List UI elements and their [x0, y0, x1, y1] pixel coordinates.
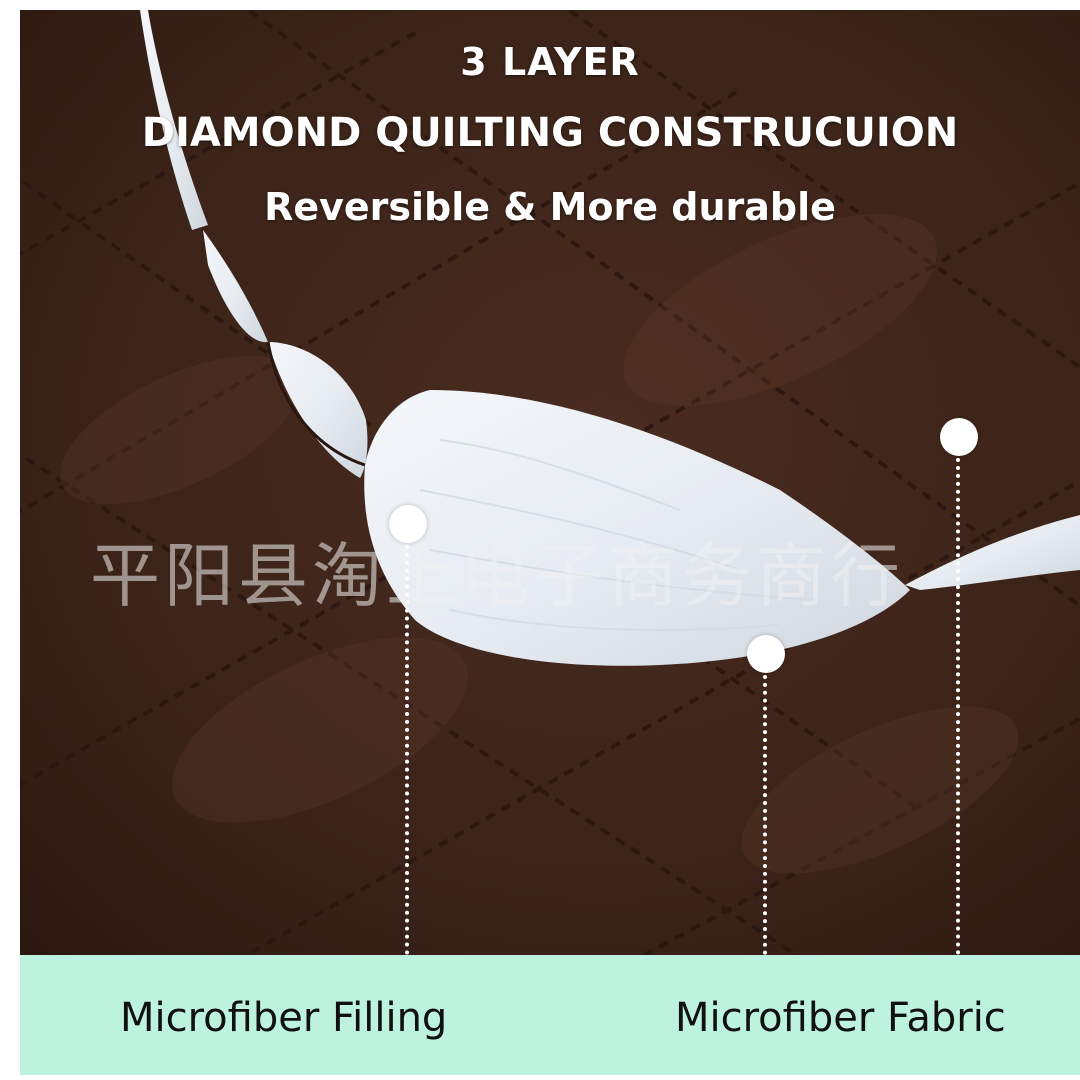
label-band: Microfiber Filling Microfiber Fabric — [20, 955, 1080, 1075]
filling-texture — [419, 439, 821, 631]
headline-tagline: Reversible & More durable — [264, 185, 836, 229]
callout-dotted-line — [763, 675, 767, 955]
callout-dot — [940, 418, 978, 456]
headline-construction: DIAMOND QUILTING CONSTRUCUION — [141, 110, 959, 156]
callout-dot — [747, 635, 785, 673]
label-microfiber-fabric: Microfiber Fabric — [675, 995, 1006, 1041]
callout-dotted-line — [405, 545, 409, 955]
quilt-highlights — [59, 214, 1019, 874]
headline-layer-count: 3 LAYER — [460, 40, 640, 84]
product-image: 3 LAYER DIAMOND QUILTING CONSTRUCUION Re… — [20, 10, 1080, 1075]
label-microfiber-filling: Microfiber Filling — [120, 995, 448, 1041]
seller-watermark: 平阳县淘上电子商务商行 — [90, 535, 904, 617]
callout-dot — [389, 505, 427, 543]
quilted-fabric-photo — [20, 10, 1080, 955]
callout-dotted-line — [956, 458, 960, 955]
fabric-edge — [266, 341, 366, 467]
